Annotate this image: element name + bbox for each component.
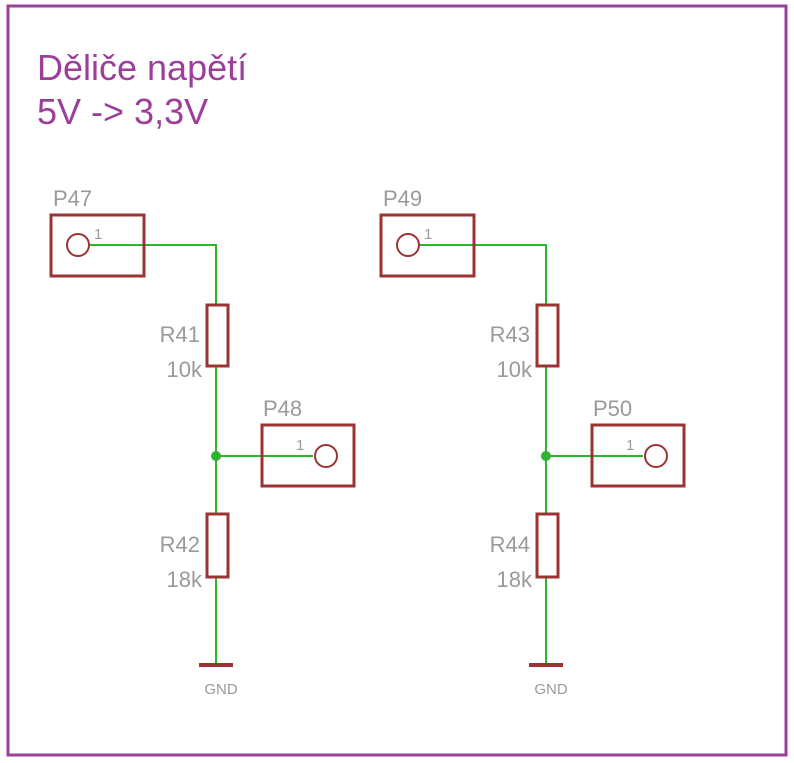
resistor-r41-ref: R41 — [160, 322, 200, 347]
resistor-r43 — [535, 303, 560, 368]
connector-p47-pin: 1 — [94, 226, 102, 243]
connector-p50-ref: P50 — [593, 396, 632, 421]
connector-p49-pad — [396, 233, 420, 257]
net-input-1 — [90, 244, 217, 305]
connector-p49-ref: P49 — [383, 186, 422, 211]
resistor-r41-value: 10k — [167, 357, 203, 382]
connector-p48-pin: 1 — [296, 437, 304, 454]
title-line-1: Děliče napětí — [37, 47, 247, 88]
resistor-r42-value: 18k — [167, 567, 203, 592]
connector-p49-body — [379, 213, 476, 278]
resistor-r43-ref: R43 — [490, 322, 530, 347]
connector-p50-pad — [644, 444, 668, 468]
resistor-r41 — [205, 303, 230, 368]
voltage-divider-2: 1 P49 R43 10k 1 P50 R44 18k GND — [379, 186, 686, 698]
resistor-r43-value: 10k — [497, 357, 533, 382]
title-line-2: 5V -> 3,3V — [37, 91, 208, 132]
sheet-frame — [6, 4, 788, 757]
resistor-r42 — [205, 512, 230, 579]
resistor-r44-ref: R44 — [490, 532, 530, 557]
connector-p47-pad — [66, 233, 90, 257]
junction-dot-2 — [541, 451, 551, 461]
connector-p47-ref: P47 — [53, 186, 92, 211]
connector-p50-body — [590, 423, 686, 488]
connector-p47-body — [49, 213, 146, 278]
ground-label-1: GND — [204, 681, 238, 698]
connector-p49-pin: 1 — [424, 226, 432, 243]
resistor-r44 — [535, 512, 560, 579]
connector-p50-pin: 1 — [626, 437, 634, 454]
connector-p48-pad — [314, 444, 338, 468]
junction-dot-1 — [211, 451, 221, 461]
connector-p48-ref: P48 — [263, 396, 302, 421]
resistor-r42-ref: R42 — [160, 532, 200, 557]
connector-p48-body — [260, 423, 356, 488]
net-input-2 — [420, 244, 547, 305]
voltage-divider-1: 1 P47 R41 10k 1 P48 R42 18k GND — [49, 186, 356, 698]
ground-label-2: GND — [534, 681, 568, 698]
resistor-r44-value: 18k — [497, 567, 533, 592]
